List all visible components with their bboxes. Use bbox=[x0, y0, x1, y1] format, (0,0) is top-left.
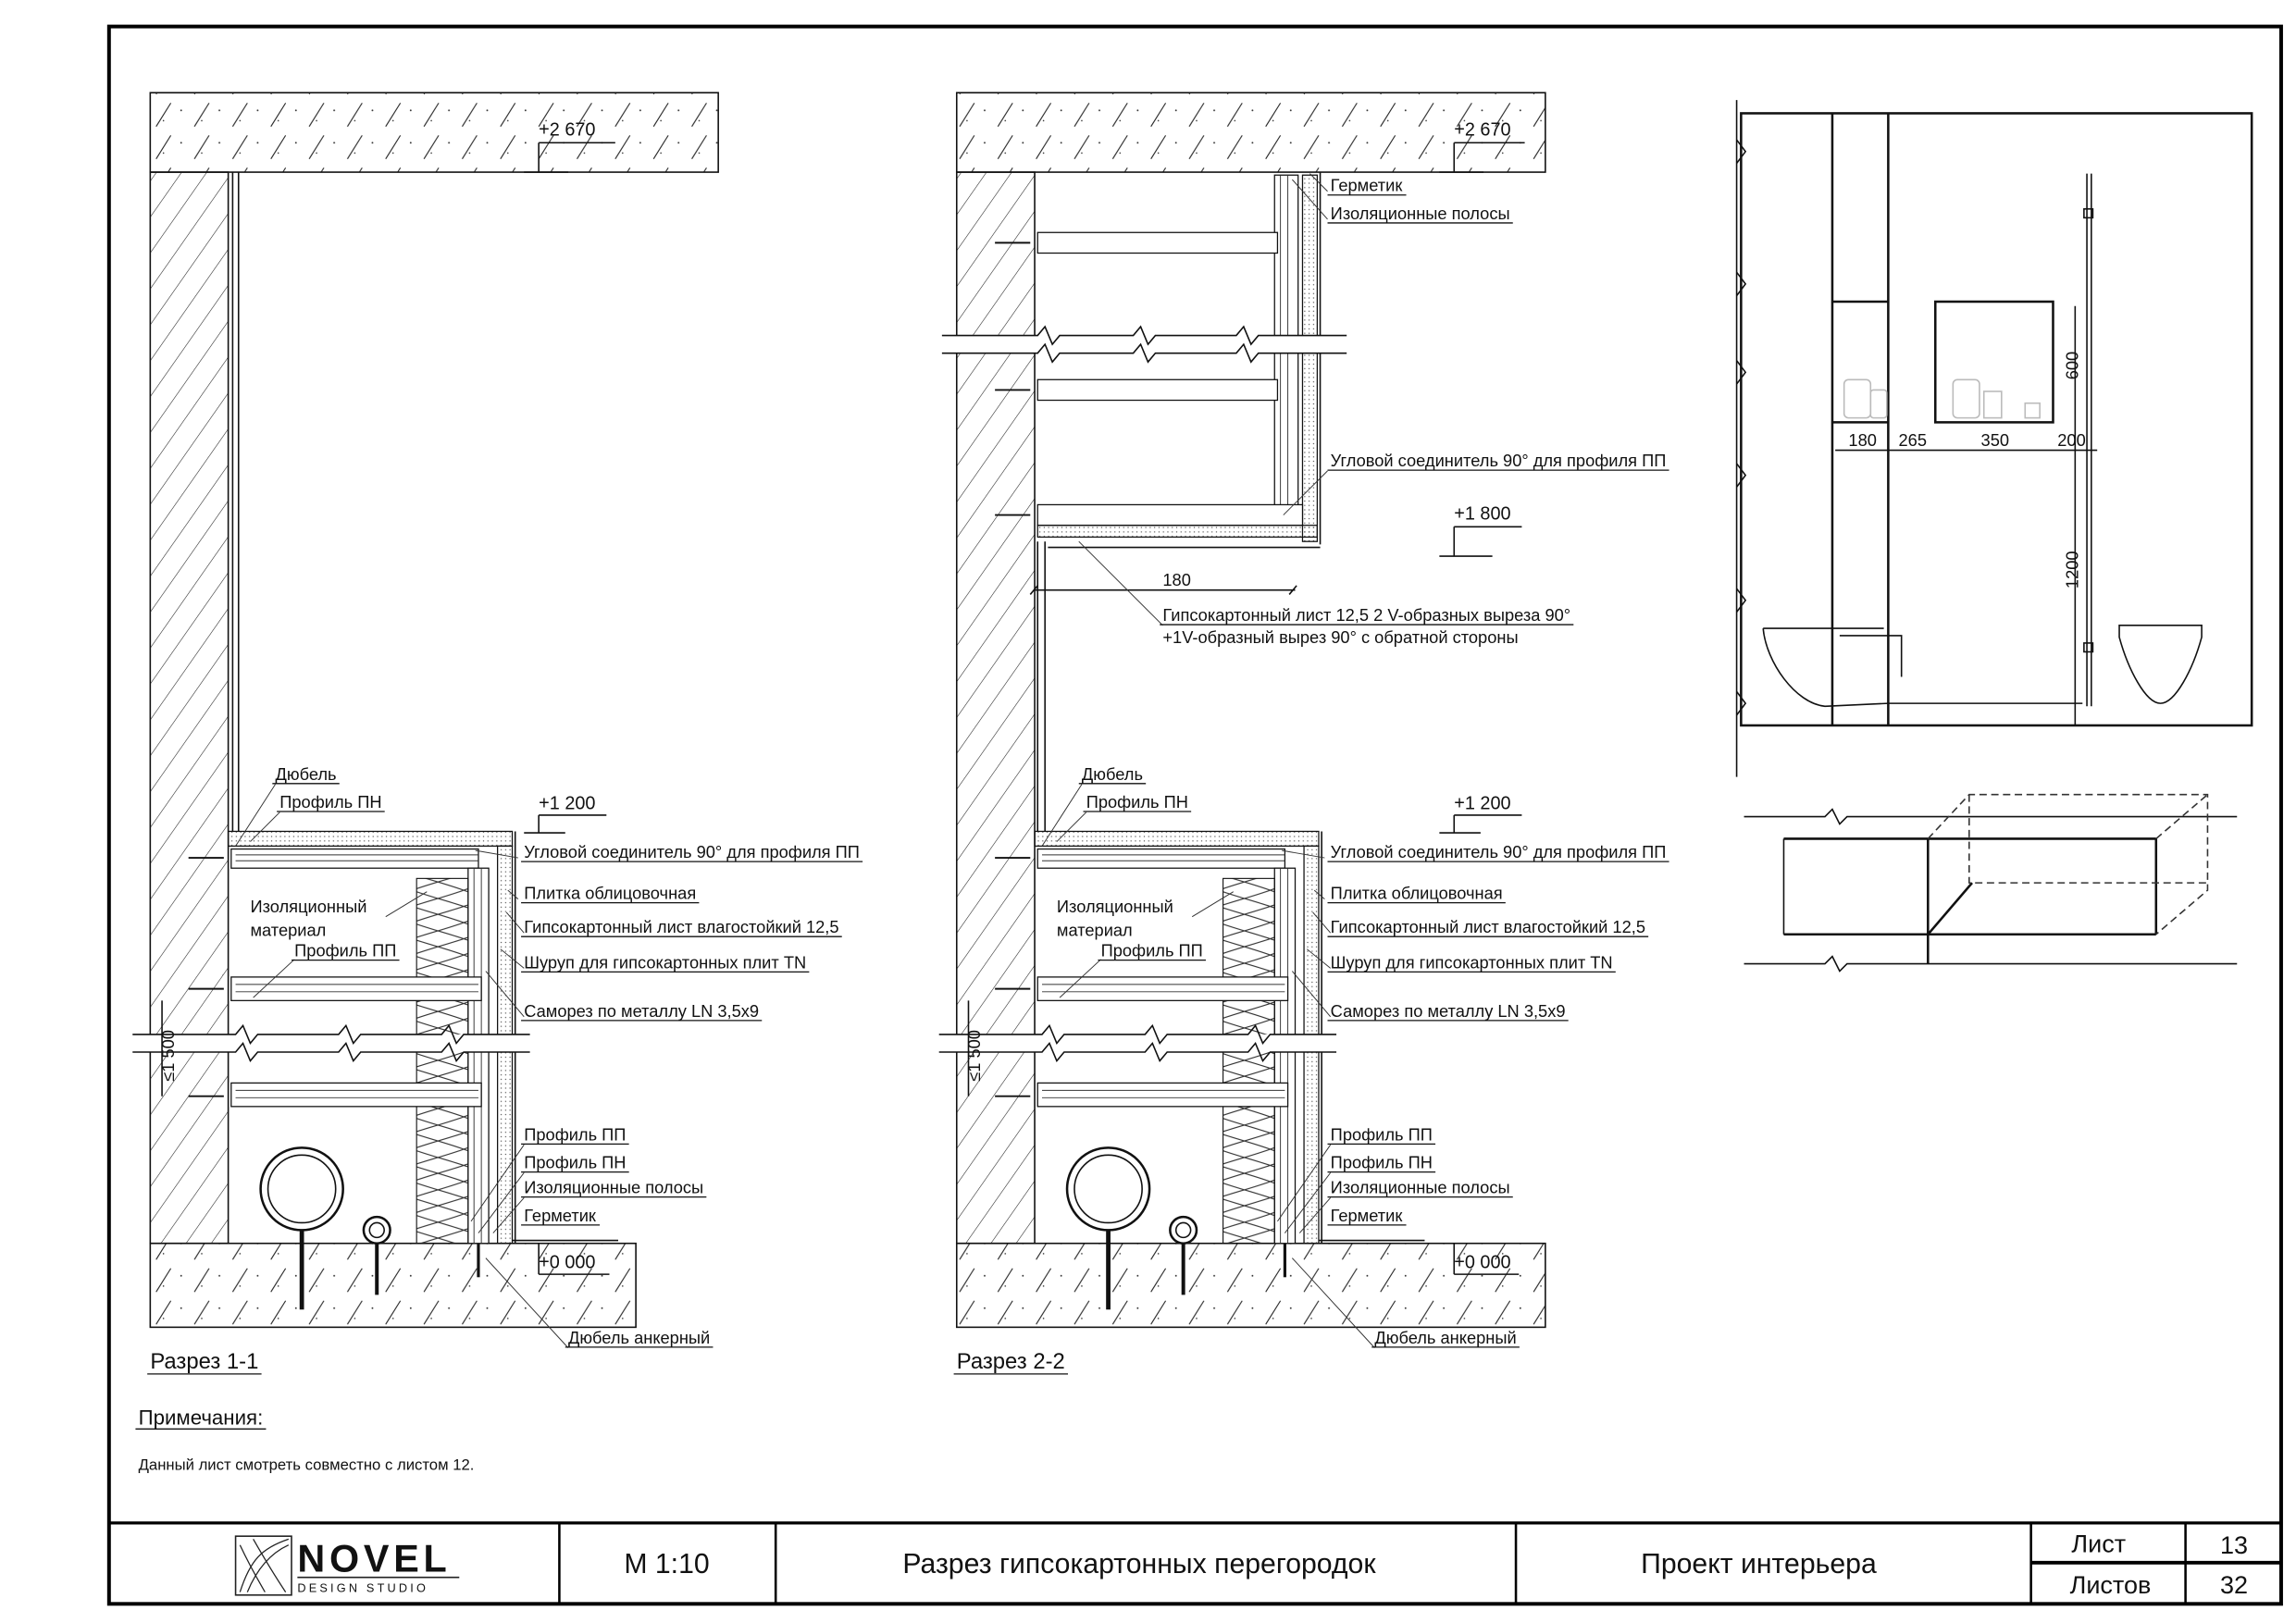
label-insul-strips-top: Изоляционные полосы bbox=[1331, 204, 1510, 223]
label-gkl: Гипсокартонный лист влагостойкий 12,5 bbox=[524, 917, 838, 936]
label-tile: Плитка облицовочная bbox=[1331, 884, 1503, 903]
label-insulation: Изоляционный bbox=[250, 897, 366, 916]
niche bbox=[1933, 300, 2054, 424]
label-profile-pp: Профиль ПП bbox=[294, 941, 396, 960]
label-screw-ln: Саморез по металлу LN 3,5x9 bbox=[524, 1001, 759, 1021]
label-corner-connector: Угловой соединитель 90° для профиля ПП bbox=[524, 842, 860, 861]
dim-v-1: 600 bbox=[2063, 352, 2082, 379]
label-anchor-dowel: Дюбель анкерный bbox=[1374, 1328, 1516, 1347]
ceiling-slab bbox=[955, 92, 1546, 173]
notes-heading: Примечания: bbox=[139, 1406, 264, 1429]
label-profile-pp-low: Профиль ПП bbox=[524, 1124, 626, 1144]
sheet-title: Разрез гипсокартонных перегородок bbox=[902, 1549, 1376, 1580]
toilet-side bbox=[1762, 627, 1903, 708]
label-gkl-v: Гипсокартонный лист 12,5 2 V-образных вы… bbox=[1162, 605, 1570, 625]
scale: М 1:10 bbox=[624, 1549, 709, 1580]
label-profile-pn-low: Профиль ПН bbox=[1331, 1153, 1433, 1172]
toilet-front bbox=[2118, 625, 2203, 704]
label-corner-connector-top: Угловой соединитель 90° для профиля ПП bbox=[1331, 451, 1667, 470]
label-corner-connector: Угловой соединитель 90° для профиля ПП bbox=[1331, 842, 1667, 861]
logo-sub: DESIGN STUDIO bbox=[297, 1581, 428, 1595]
floor-slab bbox=[149, 1242, 637, 1329]
label-profile-pn-low: Профиль ПН bbox=[524, 1153, 626, 1172]
sheet-label: Лист bbox=[2071, 1530, 2126, 1558]
dim-180: 180 bbox=[1162, 570, 1190, 589]
label-insulation: Изоляционный bbox=[1057, 897, 1173, 916]
floor-slab bbox=[955, 1242, 1546, 1329]
level-mid: +1 200 bbox=[1454, 794, 1510, 814]
label-gkl-v-2: +1V-образный вырез 90° с обратной сторон… bbox=[1162, 627, 1518, 647]
dim-h-4: 200 bbox=[2057, 430, 2085, 450]
section-1-1: +2 670 +1 200 +0 000 ≤1 500 Дюбель Профи… bbox=[132, 92, 860, 1374]
label-dowel: Дюбель bbox=[276, 764, 337, 784]
title-block: NOVEL DESIGN STUDIO М 1:10 Разрез гипсок… bbox=[108, 1521, 2281, 1604]
logo-main: NOVEL bbox=[297, 1537, 451, 1580]
label-dowel: Дюбель bbox=[1082, 764, 1143, 784]
level-floor: +0 000 bbox=[539, 1253, 595, 1273]
dim-h-1: 180 bbox=[1848, 430, 1876, 450]
notes-text: Данный лист смотреть совместно с листом … bbox=[139, 1456, 475, 1474]
level-upper: +1 800 bbox=[1454, 503, 1510, 524]
section-title: Разрез 1-1 bbox=[150, 1349, 258, 1374]
label-sealant: Герметик bbox=[524, 1206, 597, 1225]
level-top: +2 670 bbox=[539, 119, 595, 140]
label-insulation-2: материал bbox=[1057, 920, 1133, 939]
label-screw-tn: Шуруп для гипсокартонных плит TN bbox=[524, 952, 806, 972]
project-name: Проект интерьера bbox=[1641, 1549, 1877, 1580]
ceiling-slab bbox=[149, 92, 719, 173]
label-sealant-top: Герметик bbox=[1331, 176, 1404, 195]
label-gkl: Гипсокартонный лист влагостойкий 12,5 bbox=[1331, 917, 1645, 936]
label-profile-pn: Профиль ПН bbox=[1086, 792, 1188, 812]
level-floor: +0 000 bbox=[1454, 1253, 1510, 1273]
sheet-frame bbox=[106, 24, 2283, 1606]
novel-logo: NOVEL DESIGN STUDIO bbox=[234, 1535, 460, 1596]
level-top: +2 670 bbox=[1454, 119, 1510, 140]
label-profile-pp-low: Профиль ПП bbox=[1331, 1124, 1433, 1144]
section-title: Разрез 2-2 bbox=[957, 1349, 1065, 1374]
label-insulation-2: материал bbox=[250, 920, 326, 939]
level-mid: +1 200 bbox=[539, 794, 595, 814]
label-tile: Плитка облицовочная bbox=[524, 884, 696, 903]
label-insul-strips: Изоляционные полосы bbox=[1331, 1178, 1510, 1197]
dim-h-3: 350 bbox=[1981, 430, 2009, 450]
sheets-label: Листов bbox=[2070, 1571, 2152, 1599]
label-sealant: Герметик bbox=[1331, 1206, 1404, 1225]
sheets-total: 32 bbox=[2220, 1571, 2248, 1599]
label-screw-ln: Саморез по металлу LN 3,5x9 bbox=[1331, 1001, 1566, 1021]
spacing-dim: ≤1 500 bbox=[964, 1030, 984, 1082]
label-screw-tn: Шуруп для гипсокартонных плит TN bbox=[1331, 952, 1613, 972]
label-profile-pn: Профиль ПН bbox=[279, 792, 381, 812]
section-2-2: +2 670 +1 800 +1 200 +0 000 ≤1 500 180 Г… bbox=[939, 92, 1667, 1374]
bathroom-elevation: 180 265 350 200 600 1200 bbox=[1735, 100, 2253, 777]
label-insul-strips: Изоляционные полосы bbox=[524, 1178, 703, 1197]
label-anchor-dowel: Дюбель анкерный bbox=[568, 1328, 710, 1347]
plan-detail bbox=[1744, 793, 2238, 973]
label-profile-pp: Профиль ПП bbox=[1101, 941, 1203, 960]
wall bbox=[149, 171, 230, 1245]
dim-h-2: 265 bbox=[1899, 430, 1927, 450]
spacing-dim: ≤1 500 bbox=[158, 1030, 178, 1082]
sheet-number: 13 bbox=[2220, 1531, 2248, 1559]
dim-v-2: 1200 bbox=[2063, 551, 2082, 588]
